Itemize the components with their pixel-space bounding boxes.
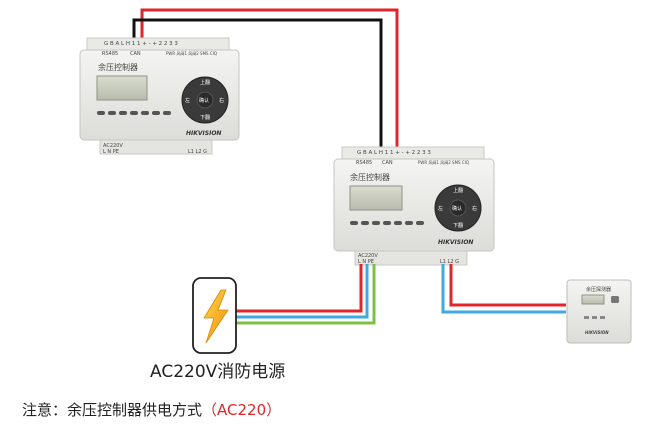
top-rs485-label: RS485 xyxy=(102,51,118,57)
top-function-buttons xyxy=(97,111,171,115)
pressure-detector: 余压探测器 HIKVISION xyxy=(566,279,632,344)
bottom-lcd-screen xyxy=(349,185,403,211)
power-source-caption: AC220V消防电源 xyxy=(150,362,286,382)
top-keypad: 上翻 确认 下翻 左 右 xyxy=(181,76,229,124)
detector-wires xyxy=(441,264,566,314)
bottom-power-label: AC220V xyxy=(358,253,378,259)
detector-title: 余压探测器 xyxy=(586,286,611,293)
bottom-key-confirm[interactable]: 确认 xyxy=(452,205,462,212)
top-brand-logo: HIKVISION xyxy=(186,130,221,137)
top-lcd-screen xyxy=(96,75,148,101)
power-wire-neutral-blue xyxy=(236,264,369,319)
bottom-rs485-label: RS485 xyxy=(356,160,372,166)
bottom-terminal-labels: G B A L H 1 1 + - + 2 2 3 3 xyxy=(357,150,431,156)
top-key-right[interactable]: 右 xyxy=(219,97,224,104)
detector-button[interactable] xyxy=(611,296,619,303)
top-out-terminals: L1 L2 G xyxy=(188,149,207,155)
top-power-terminals: L N PE xyxy=(103,149,119,155)
bottom-key-right[interactable]: 右 xyxy=(472,205,477,212)
bottom-key-down[interactable]: 下翻 xyxy=(453,222,463,229)
detector-wire-blue xyxy=(441,264,566,314)
bottom-key-left[interactable]: 左 xyxy=(438,205,443,212)
top-device-title: 余压控制器 xyxy=(98,62,138,72)
power-wire-earth-green xyxy=(236,264,376,325)
note-highlight: （AC220） xyxy=(202,401,282,419)
detector-brand-logo: HIKVISION xyxy=(585,330,609,335)
top-key-up[interactable]: 上翻 xyxy=(200,79,210,86)
note-text: 注意：余压控制器供电方式 xyxy=(22,401,203,419)
top-terminal-labels: G B A L H 1 1 + - + 2 2 3 3 xyxy=(104,41,178,47)
top-key-confirm[interactable]: 确认 xyxy=(199,97,209,104)
top-power-label: AC220V xyxy=(103,143,123,149)
bottom-can-label: CAN xyxy=(382,160,393,166)
detector-wire-red xyxy=(449,264,566,307)
power-wire-live-red xyxy=(236,264,363,313)
controller-bottom: G B A L H 1 1 + - + 2 2 3 3 RS485 CAN PW… xyxy=(333,146,495,266)
can-wire-red xyxy=(140,8,399,148)
bottom-aux-labels: PWR 风阀1 风阀2 SMS CIQ xyxy=(418,159,469,165)
lightning-bolt-icon xyxy=(203,289,229,344)
bottom-out-terminals: L1 L2 G xyxy=(440,259,459,265)
top-key-left[interactable]: 左 xyxy=(185,97,190,104)
top-key-down[interactable]: 下翻 xyxy=(200,114,210,121)
bottom-brand-logo: HIKVISION xyxy=(438,239,473,246)
top-can-label: CAN xyxy=(130,51,141,57)
wiring-note: 注意：余压控制器供电方式（AC220） xyxy=(22,399,281,420)
can-wire-black xyxy=(132,18,383,148)
bottom-device-title: 余压控制器 xyxy=(350,172,390,182)
bottom-keypad: 上翻 确认 下翻 左 右 xyxy=(434,184,482,232)
controller-top: G B A L H 1 1 + - + 2 2 3 3 RS485 CAN PW… xyxy=(79,37,240,155)
bottom-function-buttons xyxy=(350,221,424,225)
power-source xyxy=(192,277,237,354)
can-bus-wires xyxy=(132,8,399,148)
detector-lcd xyxy=(581,294,605,305)
power-wires xyxy=(236,264,376,325)
bottom-power-terminals: L N PE xyxy=(358,259,374,265)
bottom-key-up[interactable]: 上翻 xyxy=(453,187,463,194)
top-aux-labels: PWR 风阀1 风阀2 SMS CIQ xyxy=(166,50,217,56)
